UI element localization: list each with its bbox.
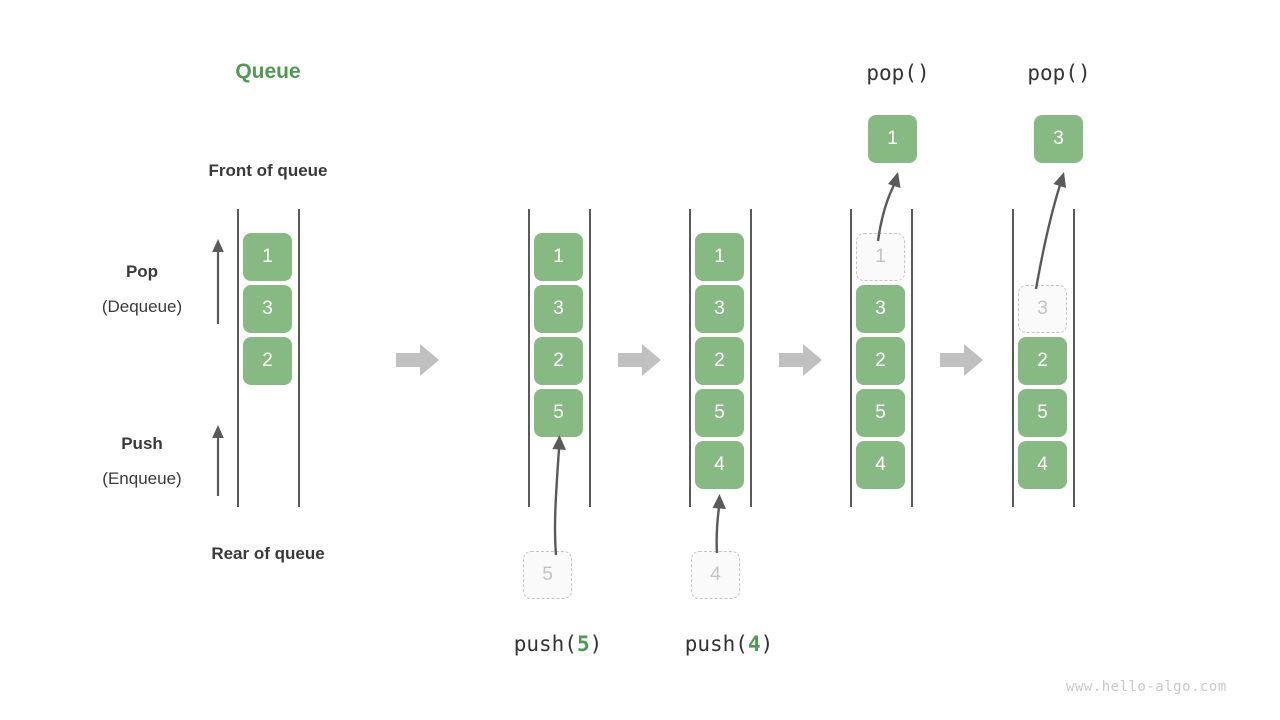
pop-flow-arrow-icon — [876, 172, 901, 242]
step-arrow-icon — [618, 344, 661, 376]
queue-cell: 4 — [856, 441, 905, 489]
queue-cell: 3 — [695, 285, 744, 333]
queue-rail-right — [911, 209, 913, 507]
watermark: www.hello-algo.com — [1066, 679, 1227, 695]
push-direction-arrow-icon — [212, 425, 224, 496]
pop-label: Pop — [125, 262, 159, 281]
queue-cell: 4 — [1018, 441, 1067, 489]
queue-cell: 5 — [534, 389, 583, 437]
step-arrow-icon — [779, 344, 822, 376]
step-arrow-icon — [940, 344, 983, 376]
queue-cell: 2 — [243, 337, 292, 385]
queue-rail-right — [750, 209, 752, 507]
queue-rail-left — [850, 209, 852, 507]
push-flow-arrow-icon — [712, 494, 726, 554]
queue-cell: 5 — [1018, 389, 1067, 437]
diagram-title: Queue — [235, 60, 301, 83]
push-label: Push — [121, 434, 163, 453]
popped-element: 3 — [1034, 115, 1083, 163]
queue-rail-left — [1012, 209, 1014, 507]
queue-rail-right — [298, 209, 300, 507]
queue-cell-removed: 1 — [856, 233, 905, 281]
queue-rail-right — [589, 209, 591, 507]
queue-cell: 1 — [534, 233, 583, 281]
pop-flow-arrow-icon — [1034, 172, 1066, 290]
incoming-element-placeholder: 5 — [523, 551, 572, 599]
push-arg: 4 — [747, 632, 761, 656]
pop-operation-label-2: pop() — [1027, 61, 1091, 85]
push-suffix: ) — [760, 632, 774, 656]
push-flow-arrow-icon — [552, 435, 566, 556]
push-prefix: push( — [513, 632, 577, 656]
queue-rail-right — [1073, 209, 1075, 507]
queue-cell: 2 — [1018, 337, 1067, 385]
step-arrow-icon — [396, 344, 439, 376]
incoming-element-placeholder: 4 — [691, 551, 740, 599]
push-sub-label: (Enqueue) — [102, 469, 182, 488]
queue-cell: 2 — [695, 337, 744, 385]
push-4-operation-label: push(4) — [685, 632, 774, 656]
queue-cell: 3 — [856, 285, 905, 333]
queue-cell-removed: 3 — [1018, 285, 1067, 333]
queue-cell: 5 — [695, 389, 744, 437]
queue-cell: 5 — [856, 389, 905, 437]
pop-operation-label-1: pop() — [866, 61, 930, 85]
queue-cell: 2 — [856, 337, 905, 385]
queue-cell: 1 — [243, 233, 292, 281]
push-suffix: ) — [589, 632, 603, 656]
push-prefix: push( — [684, 632, 748, 656]
queue-cell: 1 — [695, 233, 744, 281]
pop-sub-label: (Dequeue) — [101, 297, 183, 316]
rear-of-queue-label: Rear of queue — [211, 544, 325, 563]
queue-cell: 3 — [534, 285, 583, 333]
front-of-queue-label: Front of queue — [208, 161, 328, 180]
queue-rail-left — [528, 209, 530, 507]
queue-cell: 2 — [534, 337, 583, 385]
push-arg: 5 — [576, 632, 590, 656]
queue-rail-left — [689, 209, 691, 507]
push-5-operation-label: push(5) — [514, 632, 603, 656]
popped-element: 1 — [868, 115, 917, 163]
queue-rail-left — [237, 209, 239, 507]
queue-cell: 4 — [695, 441, 744, 489]
pop-direction-arrow-icon — [212, 239, 224, 324]
queue-cell: 3 — [243, 285, 292, 333]
